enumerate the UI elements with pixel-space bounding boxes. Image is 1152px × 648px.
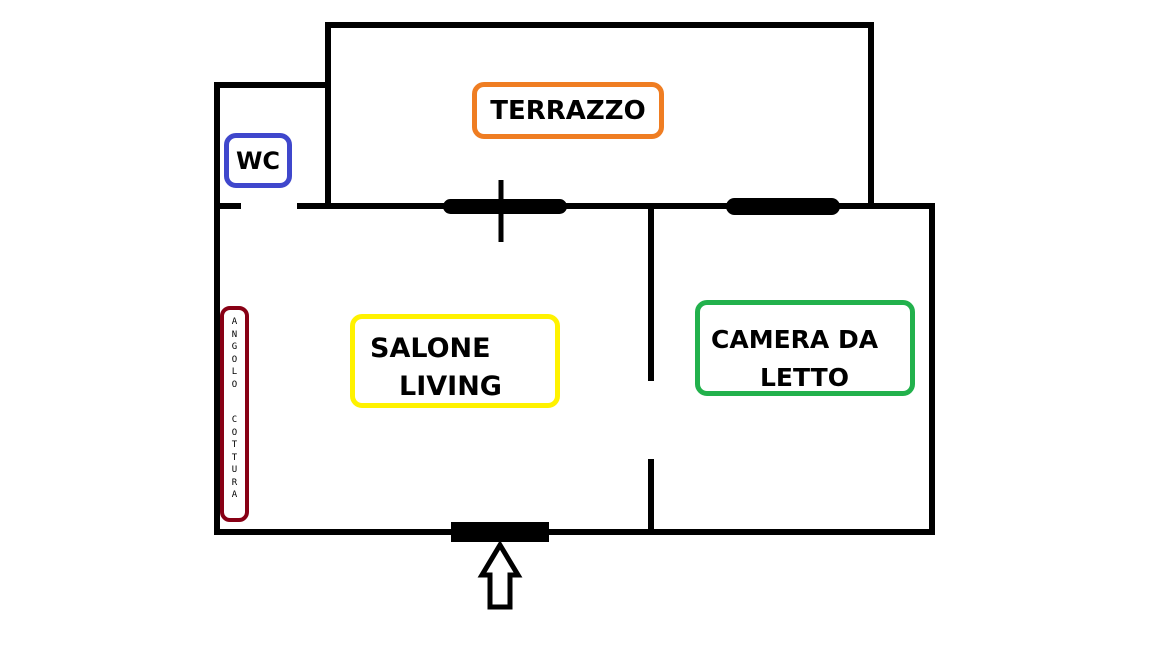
salone-text: SALONE — [370, 333, 491, 364]
wc-label: WC — [224, 133, 292, 188]
bedroom-window — [726, 198, 840, 215]
vertical-letter: N — [231, 329, 238, 340]
terrace-wall — [325, 22, 874, 208]
vertical-letter: A — [231, 317, 238, 327]
terrazzo-text: TERRAZZO — [490, 95, 646, 126]
vertical-letter: R — [231, 477, 238, 488]
outer-wall-right — [868, 203, 935, 535]
salone-living-label: SALONE LIVING — [350, 314, 560, 408]
vertical-letter: C — [231, 415, 238, 425]
terrazzo-label: TERRAZZO — [472, 82, 664, 139]
vertical-letter: O — [231, 354, 238, 365]
vertical-letter: T — [231, 440, 238, 450]
wc-wall — [214, 82, 331, 208]
wc-text: WC — [235, 146, 281, 175]
vertical-letter: O — [231, 427, 238, 438]
vertical-letter: O — [231, 379, 238, 390]
up-arrow-outline-icon — [477, 540, 523, 610]
vertical-letter: G — [231, 342, 238, 352]
camera-da-text: CAMERA DA — [711, 325, 879, 354]
vertical-letter: A — [231, 490, 238, 500]
vertical-letter: L — [231, 367, 238, 377]
vertical-letter: U — [231, 465, 238, 475]
terrace-door — [443, 180, 567, 242]
letto-text: LETTO — [760, 363, 849, 392]
living-text: LIVING — [399, 371, 502, 402]
camera-da-letto-label: CAMERA DA LETTO — [695, 300, 915, 396]
vertical-letter: T — [231, 452, 238, 463]
entrance-door — [451, 522, 549, 542]
